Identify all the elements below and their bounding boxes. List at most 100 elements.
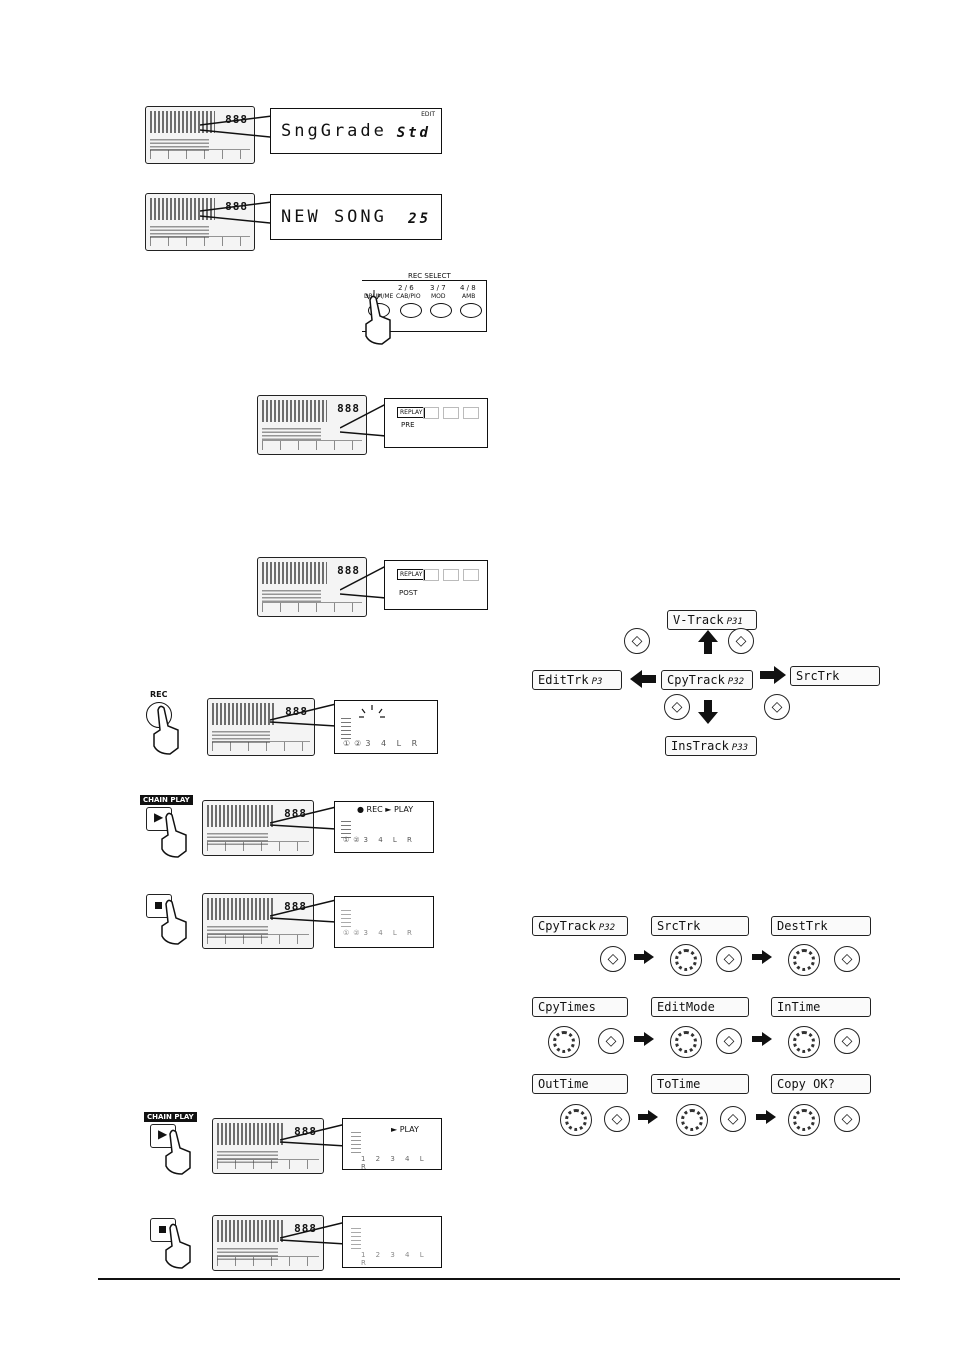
pressing-hand-icon xyxy=(153,705,179,755)
seq-label: CpyTimes xyxy=(538,1000,596,1014)
arrow-right-icon xyxy=(634,950,654,964)
pressing-hand-icon xyxy=(365,290,391,345)
cursor-key[interactable] xyxy=(600,946,626,972)
value-dial[interactable] xyxy=(670,1026,702,1058)
chain-play-label: CHAIN PLAY xyxy=(140,795,193,805)
rec-label: REC xyxy=(150,690,168,699)
pointer-line xyxy=(270,806,337,830)
new-song-callout: NEW SONG 25 xyxy=(270,194,442,240)
value-dial[interactable] xyxy=(560,1104,592,1136)
chain-play-group-2: CHAIN PLAY ▶ xyxy=(144,1112,200,1176)
cursor-key[interactable] xyxy=(598,1028,624,1054)
lcd-display-5: 888 xyxy=(207,698,315,756)
cursor-key[interactable] xyxy=(664,694,690,720)
seq-label: CpyTrack xyxy=(538,919,596,933)
seq-cpy-times: CpyTimes xyxy=(532,997,628,1017)
button-label: AMB xyxy=(462,293,476,300)
stop-callout: ①②3 4 L R xyxy=(334,896,434,948)
pointer-line xyxy=(340,403,387,437)
seq-dest-trk: DestTrk xyxy=(771,916,871,936)
lcd-display-4: 888 xyxy=(257,557,367,617)
menu-label: V-Track xyxy=(673,613,724,627)
seq-label: EditMode xyxy=(657,1000,715,1014)
stop-group xyxy=(140,888,196,952)
arrow-right-icon xyxy=(638,1110,658,1124)
pressing-hand-icon xyxy=(165,1129,191,1175)
arrow-right-icon xyxy=(752,1032,772,1046)
seq-page: P32 xyxy=(598,923,616,933)
lcd-display-8: 888 xyxy=(212,1118,324,1174)
new-song-value: 25 xyxy=(408,211,431,227)
channel-label: 2 / 6 xyxy=(398,284,414,292)
arrow-down-icon xyxy=(698,700,718,724)
rec-play-label: ● REC ► PLAY xyxy=(357,805,414,814)
value-dial[interactable] xyxy=(548,1026,580,1058)
rec-callout: ①②3 4 L R xyxy=(334,700,438,754)
lcd-display-2: 888 xyxy=(145,193,255,251)
value-dial[interactable] xyxy=(788,1104,820,1136)
value-dial[interactable] xyxy=(670,944,702,976)
value-dial[interactable] xyxy=(676,1104,708,1136)
replay-indicator: REPLAY xyxy=(397,569,426,580)
channel-label: 3 / 7 xyxy=(430,284,446,292)
seq-label: ToTime xyxy=(657,1077,701,1091)
seq-src-trk: SrcTrk xyxy=(651,916,749,936)
cursor-key[interactable] xyxy=(834,1028,860,1054)
cursor-key[interactable] xyxy=(834,946,860,972)
rec-select-title: REC SELECT xyxy=(406,272,453,280)
cursor-key[interactable] xyxy=(728,628,754,654)
chain-play-group: CHAIN PLAY ▶ xyxy=(140,795,196,859)
cursor-key[interactable] xyxy=(834,1106,860,1132)
arrow-up-icon xyxy=(698,630,718,654)
value-dial[interactable] xyxy=(788,1026,820,1058)
menu-src-trk: SrcTrk xyxy=(790,666,880,686)
stopped-callout: 1 2 3 4 L R xyxy=(342,1216,442,1268)
chain-play-label: CHAIN PLAY xyxy=(144,1112,197,1122)
post-label: POST xyxy=(399,589,418,597)
pointer-line xyxy=(280,1123,347,1147)
pointer-line xyxy=(280,1221,347,1245)
pre-callout: REPLAY PRE xyxy=(384,398,488,448)
pointer-line xyxy=(270,703,337,727)
cursor-key[interactable] xyxy=(624,628,650,654)
new-song-text: NEW SONG xyxy=(281,207,387,227)
pointer-line xyxy=(200,114,281,139)
play-callout: ► PLAY 1 2 3 4 L R xyxy=(342,1118,442,1171)
song-grade-text: SngGrade xyxy=(281,121,387,141)
cursor-key[interactable] xyxy=(716,946,742,972)
menu-page: P3 xyxy=(591,677,603,687)
arrow-right-icon xyxy=(760,666,786,684)
cursor-key[interactable] xyxy=(604,1106,630,1132)
menu-label: CpyTrack xyxy=(667,673,725,687)
amb-button[interactable] xyxy=(460,303,482,318)
cursor-key[interactable] xyxy=(764,694,790,720)
lcd-counter: 888 xyxy=(284,900,307,913)
cab-button[interactable] xyxy=(400,303,422,318)
lcd-display-6: 888 xyxy=(202,800,314,856)
replay-indicator: REPLAY xyxy=(397,407,426,418)
arrow-left-icon xyxy=(630,670,656,688)
menu-page: P31 xyxy=(726,617,743,627)
menu-label: EditTrk xyxy=(538,673,589,687)
stop-icon xyxy=(155,902,162,909)
edit-indicator: EDIT xyxy=(421,111,435,118)
cursor-key[interactable] xyxy=(716,1028,742,1054)
seq-label: Copy OK? xyxy=(777,1077,835,1091)
song-grade-callout: SngGrade EDIT Std xyxy=(270,108,442,154)
rec-play-callout: ● REC ► PLAY ①②3 4 L R xyxy=(334,801,434,853)
stop-group-2 xyxy=(144,1212,200,1272)
button-label: CAB/PIO xyxy=(396,293,421,300)
arrow-right-icon xyxy=(634,1032,654,1046)
song-grade-value: Std xyxy=(396,125,431,141)
lcd-display-9: 888 xyxy=(212,1215,324,1271)
mod-button[interactable] xyxy=(430,303,452,318)
post-callout: REPLAY POST xyxy=(384,560,488,610)
cursor-key[interactable] xyxy=(720,1106,746,1132)
menu-page: P32 xyxy=(727,677,745,687)
seq-label: OutTime xyxy=(538,1077,589,1091)
value-dial[interactable] xyxy=(788,944,820,976)
